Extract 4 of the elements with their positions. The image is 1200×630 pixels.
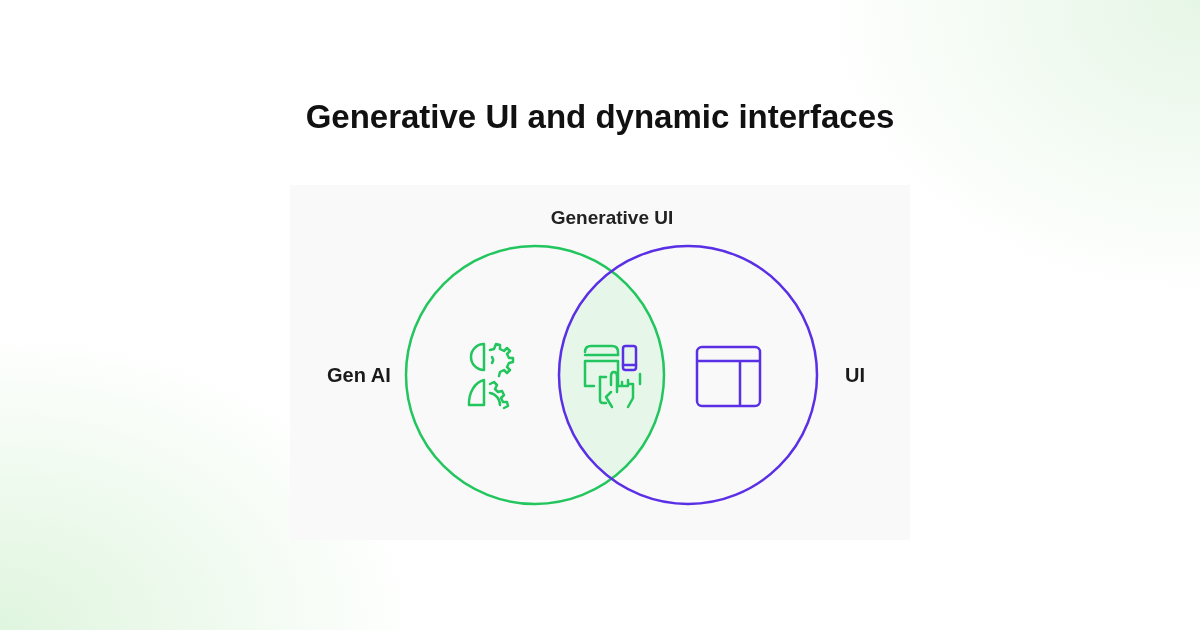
title: Generative UI and dynamic interfaces [304,98,896,136]
circle-label: UI [845,363,865,387]
overlap-label: Generative UI [550,207,674,229]
circle-label: Gen AI [327,363,391,387]
